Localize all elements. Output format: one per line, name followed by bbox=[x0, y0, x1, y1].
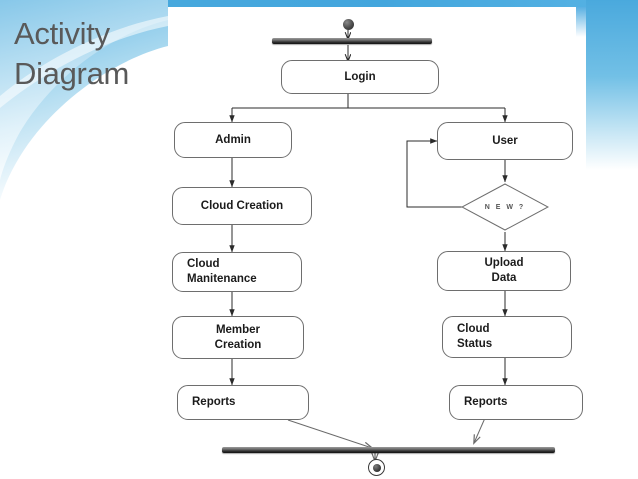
activity-node-admin-label: Admin bbox=[215, 133, 251, 146]
activity-node-login-label: Login bbox=[344, 70, 376, 83]
activity-node-cloud-status-label: Cloud Status bbox=[457, 322, 571, 352]
cloud-status-line-2: Status bbox=[457, 338, 493, 350]
slide-top-accent-bar bbox=[0, 0, 638, 7]
final-node bbox=[368, 459, 385, 476]
slide-right-accent-bar bbox=[586, 0, 638, 170]
activity-node-login[interactable]: Login bbox=[281, 60, 439, 94]
activity-node-member-creation[interactable]: Member Creation bbox=[172, 316, 304, 359]
activity-node-reports-left-label: Reports bbox=[192, 396, 236, 408]
cloud-manitenance-line-2: Manitenance bbox=[187, 273, 257, 285]
activity-node-admin[interactable]: Admin bbox=[174, 122, 292, 158]
upload-data-line-2: Data bbox=[491, 272, 517, 284]
cloud-manitenance-line-1: Cloud bbox=[187, 258, 220, 270]
start-node bbox=[343, 19, 354, 30]
activity-node-upload-data-label: Upload Data bbox=[438, 256, 570, 286]
activity-node-cloud-manitenance[interactable]: Cloud Manitenance bbox=[172, 252, 302, 292]
join-bar bbox=[222, 447, 555, 453]
member-creation-line-1: Member bbox=[215, 323, 261, 336]
upload-data-line-1: Upload bbox=[484, 257, 524, 269]
page-title-line-2: Diagram bbox=[14, 56, 130, 91]
activity-node-cloud-manitenance-label: Cloud Manitenance bbox=[187, 257, 301, 287]
activity-node-cloud-creation[interactable]: Cloud Creation bbox=[172, 187, 312, 225]
member-creation-line-2: Creation bbox=[214, 338, 262, 351]
slide-right-accent-inner bbox=[576, 7, 586, 37]
activity-node-reports-right[interactable]: Reports bbox=[449, 385, 583, 420]
fork-bar bbox=[272, 38, 432, 44]
page-title-line-1: Activity bbox=[14, 16, 110, 51]
activity-node-member-creation-label: Member Creation bbox=[173, 323, 303, 353]
title-swoosh-decoration bbox=[0, 0, 168, 205]
activity-node-reports-right-label: Reports bbox=[464, 396, 508, 408]
page-title: Activity Diagram bbox=[14, 14, 164, 94]
activity-node-user-label: User bbox=[492, 134, 518, 147]
cloud-status-line-1: Cloud bbox=[457, 323, 490, 335]
activity-node-user[interactable]: User bbox=[437, 122, 573, 160]
decision-node-new-label: N E W ? bbox=[484, 203, 526, 211]
decision-node-new[interactable]: N E W ? bbox=[460, 183, 550, 231]
activity-node-upload-data[interactable]: Upload Data bbox=[437, 251, 571, 291]
activity-node-reports-left[interactable]: Reports bbox=[177, 385, 309, 420]
activity-node-cloud-status[interactable]: Cloud Status bbox=[442, 316, 572, 358]
activity-node-cloud-creation-label: Cloud Creation bbox=[200, 199, 284, 212]
